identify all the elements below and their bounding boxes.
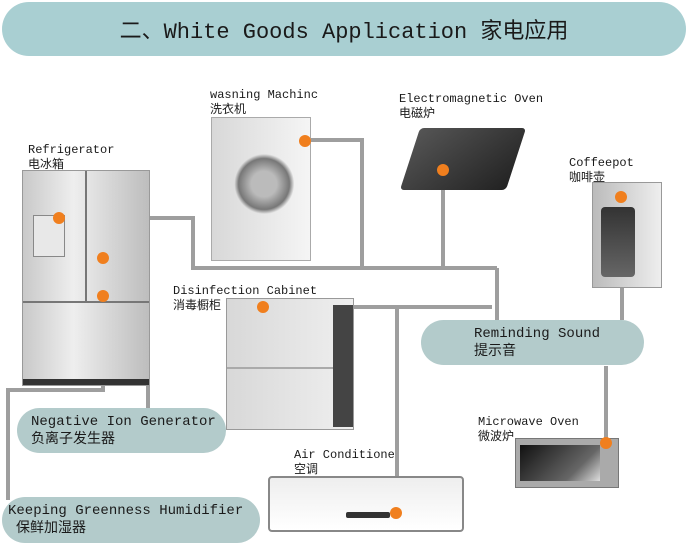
label-air-conditioner: Air Conditione 空调 <box>294 448 395 476</box>
node-dot-microwave-oven <box>600 437 612 449</box>
pill-reminding-sound: Reminding Sound 提示音 <box>421 320 644 365</box>
page-title: 二、White Goods Application 家电应用 <box>119 20 569 45</box>
air-conditioner-image <box>268 476 464 532</box>
label-washing-machine: wasning Machinc 洗衣机 <box>210 88 319 116</box>
node-dot-disinfection-cabinet <box>257 301 269 313</box>
refrigerator-image <box>22 170 150 386</box>
node-dot-washing-machine <box>299 135 311 147</box>
node-dot-air-conditioner <box>390 507 402 519</box>
wire-washing-machine <box>305 138 364 268</box>
node-dot-electromagnetic-oven <box>437 164 449 176</box>
washing-machine-image <box>211 117 311 261</box>
label-refrigerator: Refrigerator 电冰箱 <box>28 143 115 171</box>
title-banner: 二、White Goods Application 家电应用 <box>2 2 686 56</box>
label-disinfection-cabinet: Disinfection Cabinet 消毒橱柜 <box>173 284 318 312</box>
electromagnetic-oven-image <box>399 128 527 190</box>
label-electromagnetic-oven: Electromagnetic Oven 电磁炉 <box>399 92 544 120</box>
node-dot-coffeepot <box>615 191 627 203</box>
pill-negative-ion-generator: Negative Ion Generator 负离子发生器 <box>17 408 226 453</box>
disinfection-cabinet-image <box>226 298 354 430</box>
node-dot-fridge-dispenser <box>53 212 65 224</box>
node-dot-fridge-middle <box>97 252 109 264</box>
label-microwave-oven: Microwave Oven 微波炉 <box>478 415 579 443</box>
coffeepot-image <box>592 182 662 288</box>
node-dot-fridge-lower <box>97 290 109 302</box>
label-coffeepot: Coffeepot 咖啡壶 <box>569 156 634 184</box>
pill-keeping-greenness-humidifier: Keeping Greenness Humidifier 保鲜加湿器 <box>2 497 260 543</box>
